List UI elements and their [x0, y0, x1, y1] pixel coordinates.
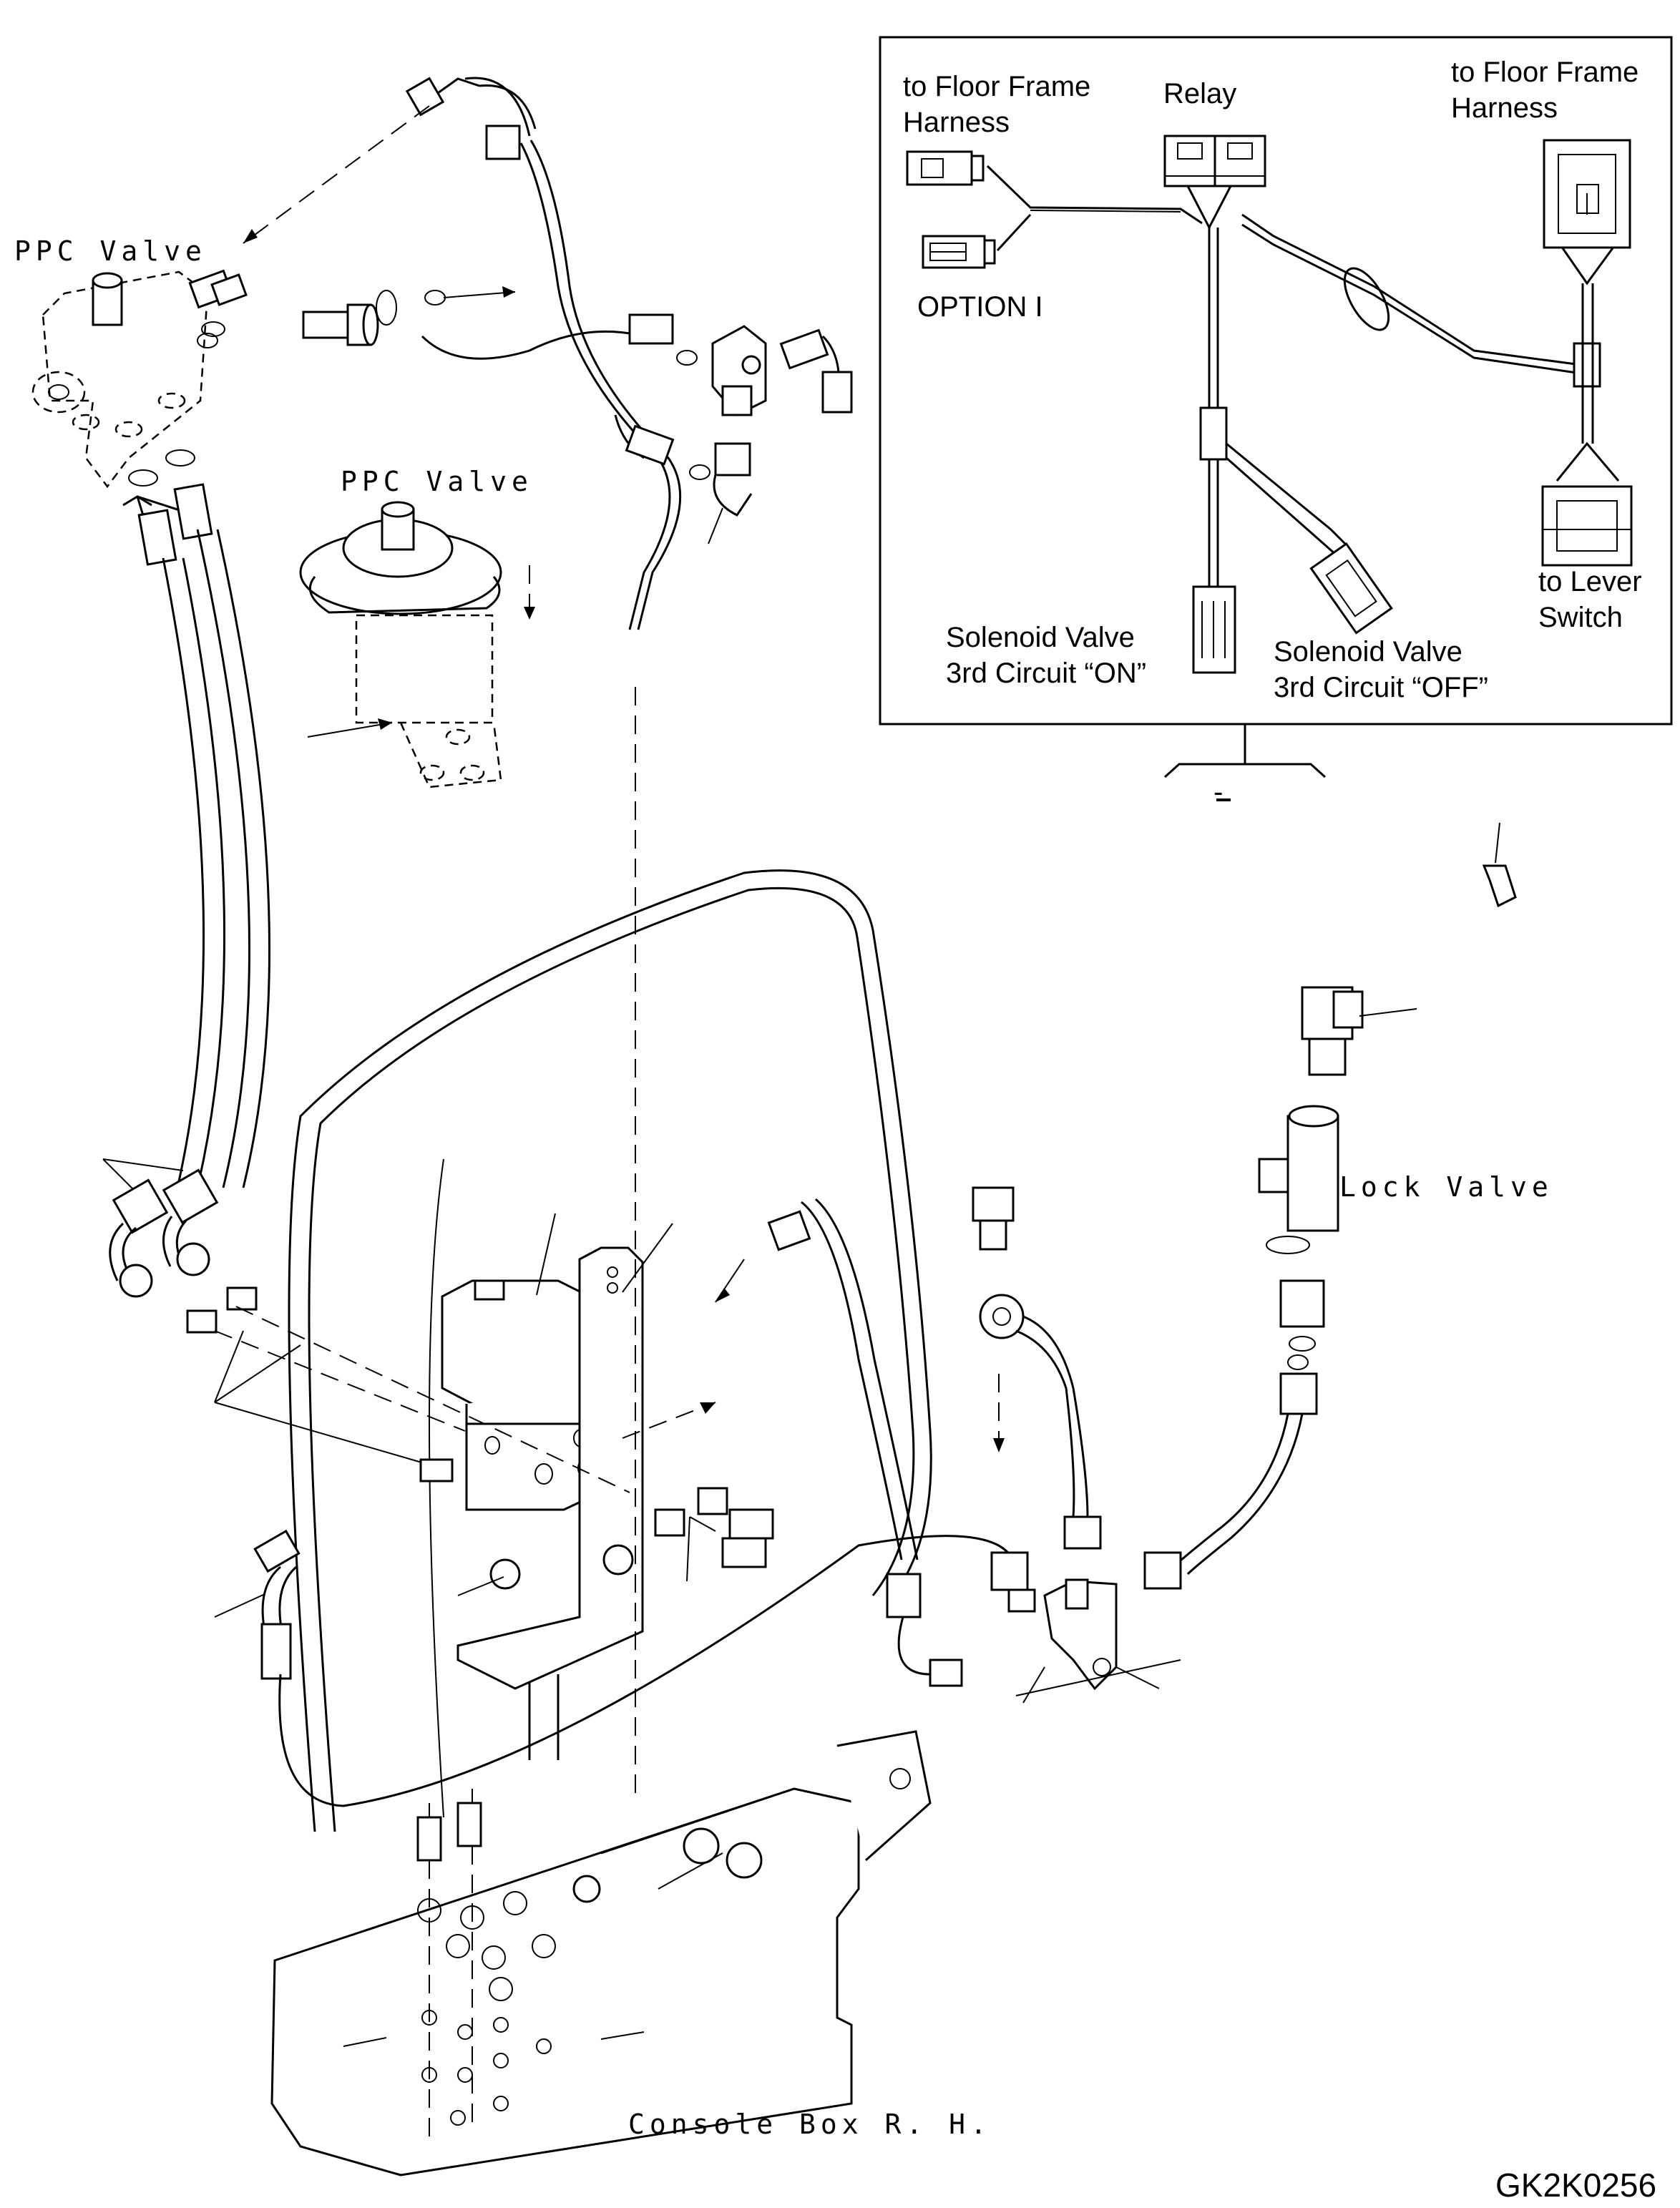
left-hoses	[102, 483, 271, 1298]
floor-frame-label-left: to Floor Frame Harness	[903, 71, 1098, 138]
floor-frame-connector-right	[1543, 139, 1631, 249]
solenoid-off-label: Solenoid Valve 3rd Circuit “OFF”	[1274, 636, 1488, 703]
option-label: OPTION I	[917, 291, 1043, 323]
ppc-valve-lower-label: PPC Valve	[341, 466, 533, 497]
top-fittings	[188, 77, 853, 630]
relay-label: Relay	[1163, 78, 1236, 109]
floor-frame-connector-left	[906, 150, 985, 186]
relay-pair	[1163, 135, 1266, 187]
lever-switch-label: to Lever Switch	[1538, 566, 1650, 633]
wiring-harness-inset: to Floor Frame Harness Relay to Floor Fr…	[879, 36, 1673, 801]
floor-frame-label-right: to Floor Frame Harness	[1451, 57, 1646, 124]
drawing-code: GK2K0256	[1495, 2167, 1656, 2204]
inset-leader-bracket	[1163, 724, 1327, 801]
inset-dash-mark: -	[1213, 776, 1223, 808]
inset-frame	[879, 36, 1673, 726]
lock-valve-group	[972, 822, 1517, 1704]
option-connector	[922, 235, 996, 269]
harness-wires	[986, 165, 1620, 587]
ppc-valve-lower	[299, 501, 535, 788]
ppc-valve-upper	[31, 270, 209, 530]
console-box-label: Console Box R. H.	[628, 2109, 992, 2140]
solenoid-valve-assembly	[186, 687, 1036, 1832]
lever-switch-connector	[1541, 485, 1633, 567]
console-box	[270, 1730, 932, 2177]
solenoid-off-connector	[1309, 542, 1393, 635]
solenoid-on-connector	[1192, 585, 1236, 674]
solenoid-on-label: Solenoid Valve 3rd Circuit “ON”	[946, 622, 1146, 689]
lock-valve-label: Lock Valve	[1339, 1171, 1553, 1203]
ppc-valve-upper-label: PPC Valve	[14, 235, 207, 267]
